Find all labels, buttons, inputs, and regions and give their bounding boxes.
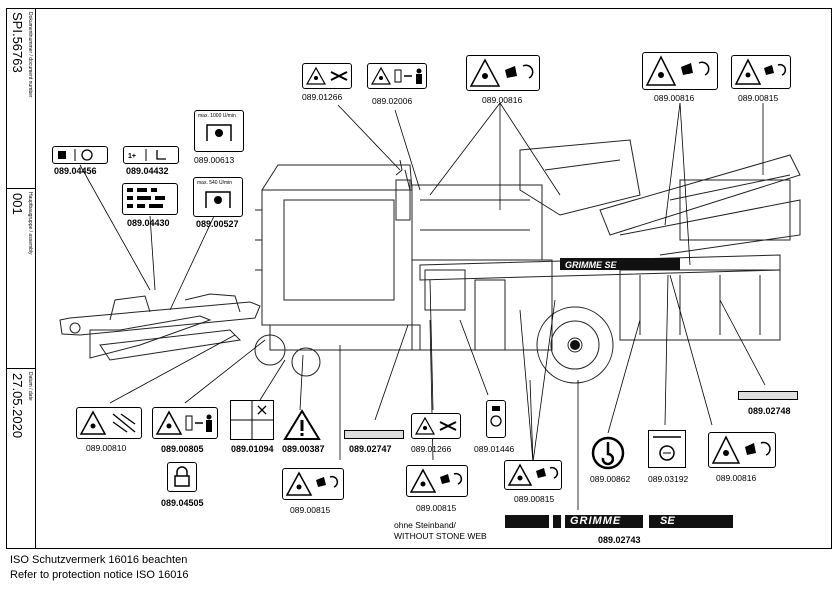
part-number: 089.00815: [514, 494, 555, 504]
rpm-text: max. 1000 U/min: [198, 113, 236, 119]
lubrication-icon: [490, 406, 502, 427]
hydraulic-icon: 1+: [128, 149, 166, 161]
part-number: 089.04430: [127, 218, 170, 228]
manual-panel-icon: [231, 401, 273, 439]
part-number: 089.04432: [126, 166, 169, 176]
without-stone-web-de: ohne Steinband/: [394, 520, 456, 530]
symbol-icon: [58, 149, 93, 161]
part-number: 089.00613: [194, 155, 235, 165]
pto-speed-icon: [205, 191, 231, 208]
part-number: 089.00816: [482, 95, 523, 105]
decal-04430: [122, 183, 178, 215]
reflector-strip: [344, 430, 404, 439]
brand-decal: [505, 515, 733, 528]
rotating-parts-icon: [645, 55, 710, 86]
model-name: SE: [660, 515, 675, 527]
part-number: 089.00387: [282, 444, 325, 454]
tie-down-icon: [653, 436, 681, 461]
title-block-divider: [6, 368, 36, 369]
part-number: 089.01266: [411, 444, 452, 454]
part-number: 089.04456: [54, 166, 97, 176]
decal-01266: [411, 413, 461, 439]
part-number: 089.02748: [748, 406, 791, 416]
decal-00527: max. 540 U/min: [193, 177, 243, 217]
decal-03192: [648, 430, 686, 468]
distance-warning-icon: [370, 66, 422, 85]
decal-00816: [642, 52, 718, 90]
drawing-frame: [6, 8, 832, 549]
control-diagram-icon: [127, 188, 165, 208]
part-number: 089.00862: [590, 474, 631, 484]
decal-04505: [167, 462, 197, 492]
part-number: 089.02743: [598, 535, 641, 545]
rotating-parts-icon: [409, 468, 463, 493]
decal-00816: [466, 55, 540, 91]
crush-hazard-icon: [414, 416, 457, 435]
decal-00805: [152, 407, 218, 439]
footer-protection-de: ISO Schutzvermerk 16016 beachten: [10, 554, 188, 566]
title-block: [6, 8, 36, 549]
svg-text:GRIMME SE: GRIMME SE: [565, 260, 618, 270]
decal-00816: [708, 432, 776, 468]
lifting-hook-icon: [591, 436, 625, 470]
rpm-text: max. 540 U/min: [197, 180, 233, 186]
decal-04432: 1+: [123, 146, 179, 164]
decal-00815: [504, 460, 562, 490]
rotating-parts-icon: [734, 58, 787, 85]
reflector-strip: [738, 391, 798, 400]
part-number: 089.02747: [349, 444, 392, 454]
brand-name: GRIMME: [570, 515, 622, 527]
part-number: 089.00816: [654, 93, 695, 103]
part-number: 089.00815: [416, 503, 457, 513]
footer-protection-en: Refer to protection notice ISO 16016: [10, 569, 189, 581]
part-number: 089.00816: [716, 473, 757, 483]
part-number: 089.01446: [474, 444, 515, 454]
decal-02006: [367, 63, 427, 89]
part-number: 089.00815: [738, 93, 779, 103]
crush-hazard-icon: [305, 66, 348, 85]
part-number: 089.00810: [86, 443, 127, 453]
decal-00815: [731, 55, 791, 89]
decal-01446: [486, 400, 506, 438]
entanglement-icon: [79, 410, 136, 435]
decal-04456: [52, 146, 108, 164]
decal-00815: [406, 465, 468, 497]
part-number: 089.01094: [231, 444, 274, 454]
part-number: 089.00815: [290, 505, 331, 515]
decal-01266: [302, 63, 352, 89]
decal-00613: max. 1000 U/min: [194, 110, 244, 152]
rotating-parts-icon: [285, 471, 339, 496]
rotating-parts-icon: [507, 463, 559, 486]
part-number: 089.04505: [161, 498, 204, 508]
distance-warning-icon: [155, 410, 212, 435]
padlock-icon: [174, 466, 190, 487]
warning-triangle-icon: [283, 409, 321, 440]
part-number: 089.03192: [648, 474, 689, 484]
part-number: 089.00527: [196, 219, 239, 229]
part-number: 089.00805: [161, 444, 204, 454]
decal-00810: [76, 407, 142, 439]
pto-speed-icon: [206, 124, 232, 141]
part-number: 089.01266: [302, 92, 343, 102]
svg-text:1+: 1+: [128, 153, 136, 160]
decal-01094: [230, 400, 274, 440]
rotating-parts-icon: [469, 58, 534, 87]
rotating-parts-icon: [711, 435, 771, 464]
decal-00815: [282, 468, 344, 500]
without-stone-web-en: WITHOUT STONE WEB: [394, 531, 487, 541]
part-number: 089.02006: [372, 96, 413, 106]
title-block-divider: [6, 188, 36, 189]
